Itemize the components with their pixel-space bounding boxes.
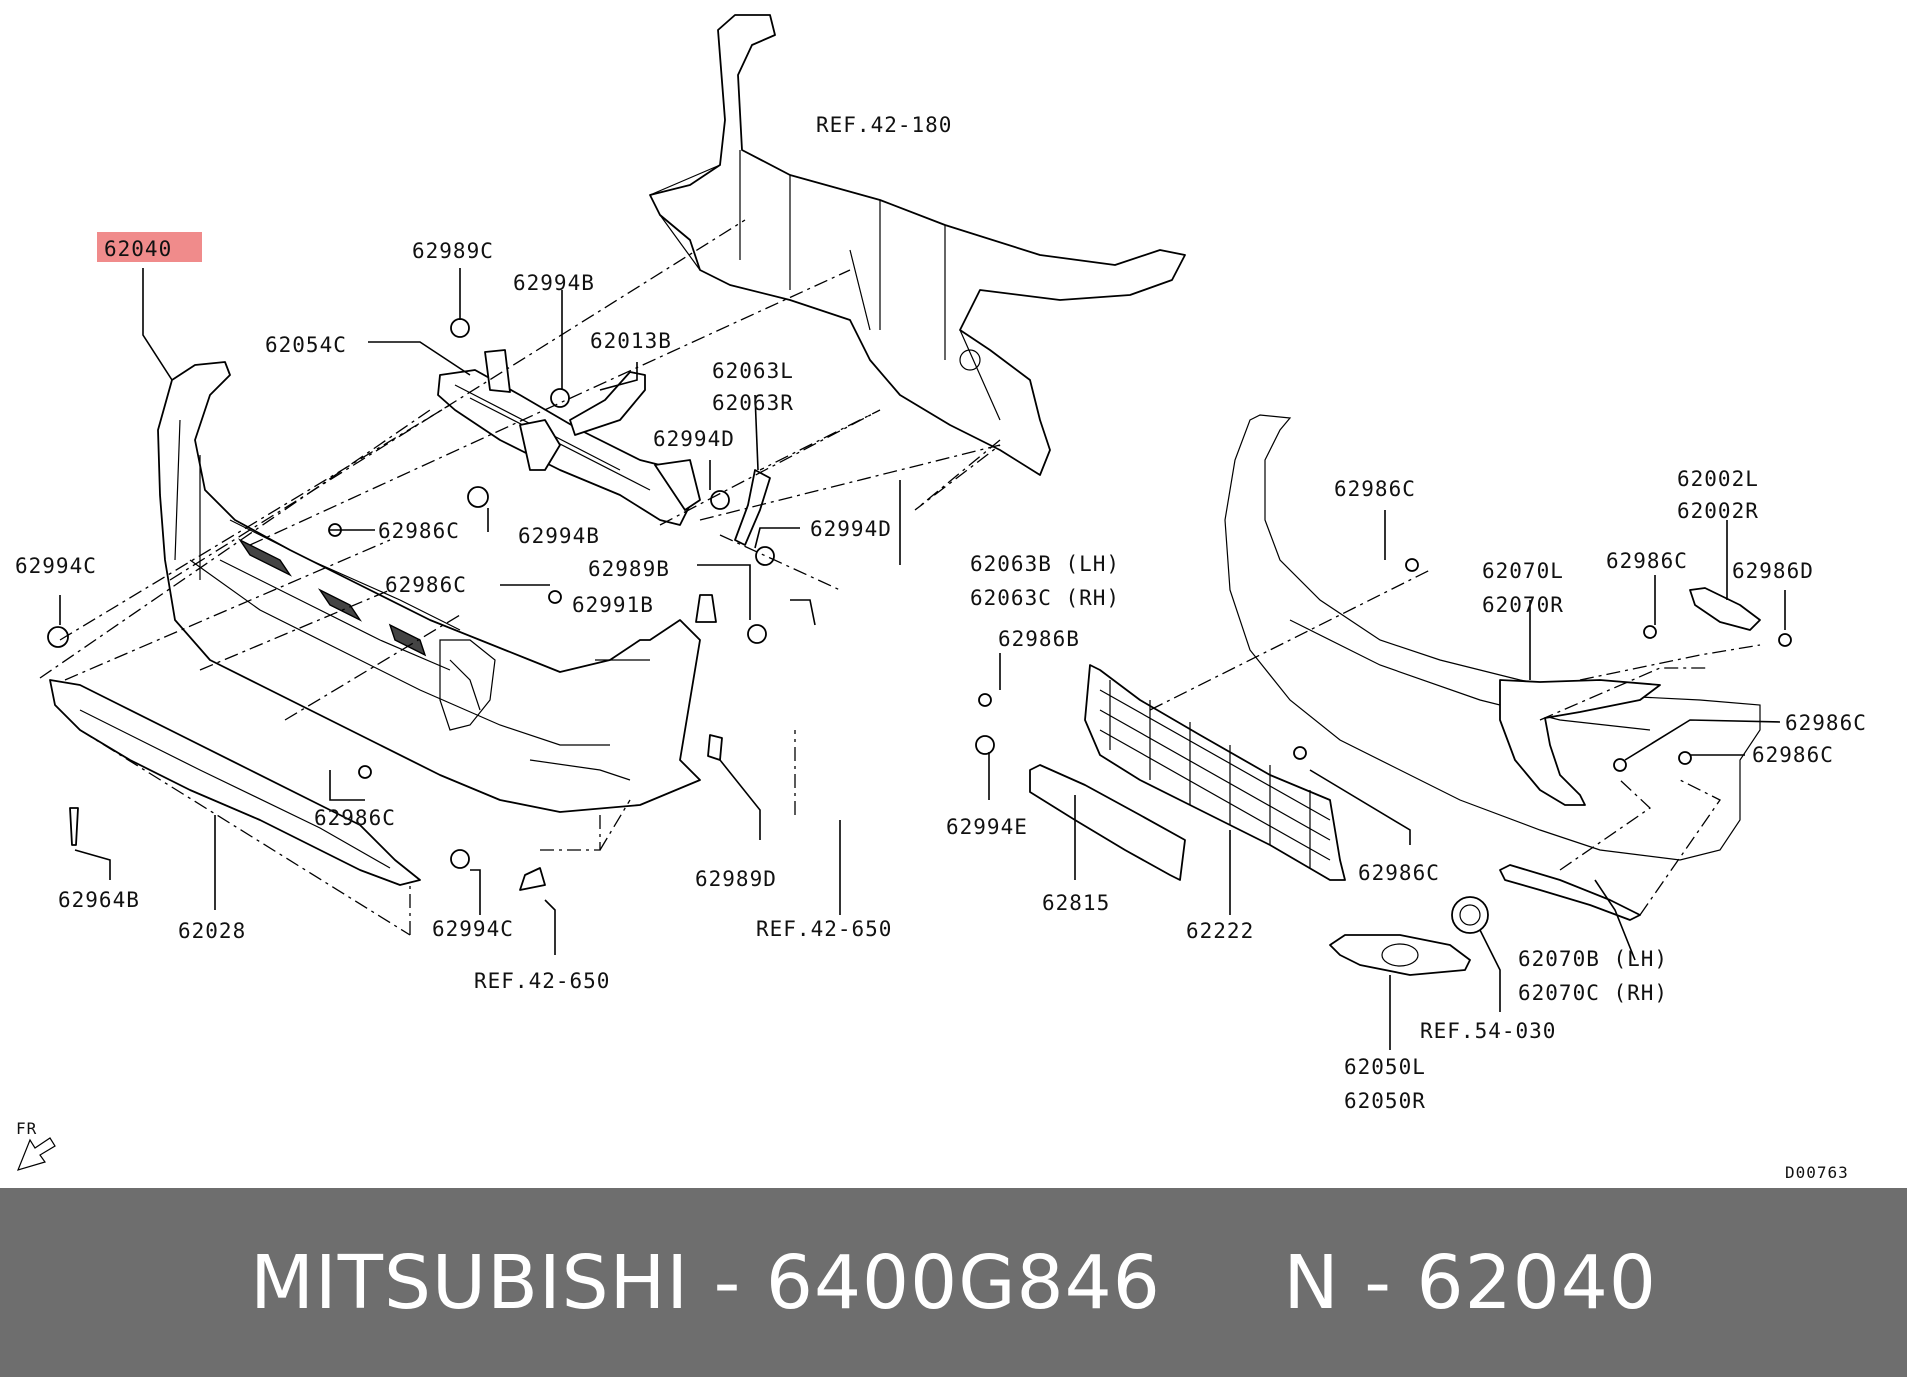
label-62989c: 62989C	[412, 239, 494, 263]
label-diagram-code: D00763	[1785, 1163, 1849, 1182]
label-62989d: 62989D	[695, 867, 777, 891]
label-62070l: 62070L	[1482, 559, 1564, 583]
front-beam-62054c	[437, 349, 701, 526]
trim-62070b	[1499, 864, 1641, 921]
radiator-support-outline	[649, 14, 1186, 476]
label-62986c-c: 62986C	[314, 806, 396, 830]
label-62986c-b: 62986C	[385, 573, 467, 597]
label-62991b: 62991B	[572, 593, 654, 617]
label-62013b: 62013B	[590, 329, 672, 353]
assembly-lines	[39, 219, 1761, 936]
label-62994d-b: 62994D	[810, 517, 892, 541]
label-62002r: 62002R	[1677, 499, 1759, 523]
label-62050l: 62050L	[1344, 1055, 1426, 1079]
bracket-62002	[1689, 587, 1761, 631]
plate-62815	[1029, 764, 1186, 881]
grille-62222	[1084, 664, 1346, 881]
label-62986c-g: 62986C	[1785, 711, 1867, 735]
leader-lines	[59, 268, 1786, 1050]
bracket-62063	[734, 469, 771, 546]
label-62986c-a: 62986C	[378, 519, 460, 543]
label-ref42650-a: REF.42-650	[756, 917, 892, 941]
parts-diagram: 62040 62989C 62994B 62013B 62054C 62063L…	[15, 14, 1867, 1182]
label-62815: 62815	[1042, 891, 1110, 915]
label-62994c-bottom: 62994C	[432, 917, 514, 941]
label-62986c-e: 62986C	[1334, 477, 1416, 501]
label-62002l: 62002L	[1677, 467, 1759, 491]
label-62028: 62028	[178, 919, 246, 943]
label-62070c: 62070C (RH)	[1518, 981, 1668, 1005]
fasteners	[47, 318, 1792, 891]
label-62986b: 62986B	[998, 627, 1080, 651]
label-62994b-top: 62994B	[513, 271, 595, 295]
labels: 62040 62989C 62994B 62013B 62054C 62063L…	[15, 113, 1867, 1182]
label-62054c: 62054C	[265, 333, 347, 357]
label-62994c-left: 62994C	[15, 554, 97, 578]
label-62994d-a: 62994D	[653, 427, 735, 451]
label-62986c-d: 62986C	[1358, 861, 1440, 885]
trim-62070	[1499, 679, 1661, 806]
label-fr: FR	[16, 1119, 37, 1138]
label-62994b-mid: 62994B	[518, 524, 600, 548]
label-62986d: 62986D	[1732, 559, 1814, 583]
label-62986c-f: 62986C	[1606, 549, 1688, 573]
fog-lamp	[1451, 896, 1489, 934]
front-arrow-icon	[16, 1137, 56, 1171]
label-62050r: 62050R	[1344, 1089, 1426, 1113]
label-ref42180: REF.42-180	[816, 113, 952, 137]
highlight-62040	[97, 232, 202, 262]
label-62964b: 62964B	[58, 888, 140, 912]
label-ref54030: REF.54-030	[1420, 1019, 1556, 1043]
label-ref42650-b: REF.42-650	[474, 969, 610, 993]
footer-part-number: MITSUBISHI - 6400G846 N - 62040	[250, 1239, 1657, 1326]
footer-banner: MITSUBISHI - 6400G846 N - 62040	[0, 1188, 1907, 1377]
label-62222: 62222	[1186, 919, 1254, 943]
bumper-reference-outline	[1224, 414, 1761, 861]
label-62070r: 62070R	[1482, 593, 1564, 617]
fog-bezel-62050	[1329, 934, 1471, 976]
label-62994e: 62994E	[946, 815, 1028, 839]
label-62063l: 62063L	[712, 359, 794, 383]
bumper-cover-62040	[157, 361, 701, 813]
label-62040: 62040	[104, 237, 172, 261]
label-62063b: 62063B (LH)	[970, 552, 1120, 576]
label-62063c: 62063C (RH)	[970, 586, 1120, 610]
lower-lip-62028	[49, 679, 421, 886]
label-62989b: 62989B	[588, 557, 670, 581]
label-62986c-h: 62986C	[1752, 743, 1834, 767]
label-62070b: 62070B (LH)	[1518, 947, 1668, 971]
label-62063r: 62063R	[712, 391, 794, 415]
